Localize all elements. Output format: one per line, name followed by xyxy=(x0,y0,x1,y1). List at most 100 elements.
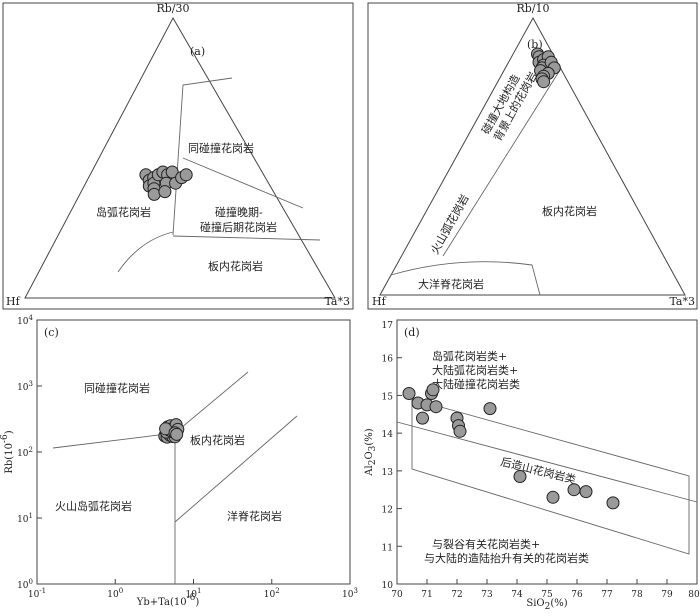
panel-d-x-tick-label: 70 xyxy=(391,590,403,600)
panel-d-points xyxy=(402,383,620,510)
panel-a-field-late-collision-2: 碰撞后期花岗岩 xyxy=(200,220,277,234)
panel-a-boundary-2 xyxy=(182,157,304,209)
panel-d-point-13 xyxy=(567,483,581,497)
panel-b-boundary-2 xyxy=(390,261,541,296)
panel-c-y-tick-label: 103 xyxy=(17,380,33,393)
panel-d-y-tick-label: 13 xyxy=(382,468,394,478)
panel-d-field-arc-1: 岛弧花岗岩类+ xyxy=(432,349,507,363)
panel-d-x-tick-label: 74 xyxy=(511,590,523,600)
panel-d-point-5 xyxy=(426,383,440,397)
panel-a-label: (a) xyxy=(190,45,205,58)
panel-d-point-11 xyxy=(513,470,527,483)
panel-d-y-tick-label: 10 xyxy=(382,581,394,591)
panel-c-y-tick-label: 101 xyxy=(17,512,33,525)
panel-b-field-volcanic-arc: 火山弧花岗岩 xyxy=(427,192,471,257)
panel-d-y-tick-label: 12 xyxy=(382,506,393,516)
panel-a-field-syn-collision: 同碰撞花岗岩 xyxy=(188,141,254,155)
panel-a-point-12 xyxy=(147,187,161,201)
panel-b-triangle xyxy=(379,16,686,296)
panel-d-y-tick-label: 15 xyxy=(382,392,394,402)
panel-b-vertex-right: Ta*3 xyxy=(669,295,695,308)
panel-a-field-late-collision-1: 碰撞晚期- xyxy=(215,205,263,219)
panel-c-y-tick-label: 100 xyxy=(17,578,33,591)
panel-b-frame xyxy=(367,2,698,310)
panel-c-x-tick-label: 101 xyxy=(186,587,202,600)
panel-a-field-island-arc: 岛弧花岗岩 xyxy=(96,205,151,219)
panel-d-label: (d) xyxy=(404,326,420,339)
panel-a-points xyxy=(139,165,193,201)
panel-b-vertex-top: Rb/10 xyxy=(516,2,549,15)
panel-c-field-volcanic-arc: 火山岛弧花岗岩 xyxy=(55,499,132,513)
panel-a-boundary-4 xyxy=(117,231,174,273)
panel-c-y-axis-label: Rb(10-6) xyxy=(0,430,15,473)
panel-c-points xyxy=(158,418,185,444)
panel-c-y-tick-label: 102 xyxy=(17,446,33,459)
panel-a-vertex-top: Rb/30 xyxy=(156,2,189,15)
panel-a-boundary-3 xyxy=(172,235,321,241)
panel-a-point-15 xyxy=(179,168,193,182)
panel-d-field-rift-2: 与大陆的造陆抬升有关的花岗岩类 xyxy=(424,551,589,565)
panel-d-y-tick-label: 16 xyxy=(382,355,394,365)
panel-d-y-axis-label: Al2O3(%) xyxy=(364,428,378,476)
panel-a-vertex-left: Hf xyxy=(6,295,21,308)
panel-d-post-orogenic-field xyxy=(411,398,690,555)
panel-d-point-9 xyxy=(453,424,467,438)
panel-c-field-within-plate: 板内花岗岩 xyxy=(190,433,245,447)
panel-a-point-13 xyxy=(158,185,172,199)
panel-d-x-tick-label: 75 xyxy=(541,590,553,600)
panel-b-points xyxy=(531,47,561,89)
panel-c-field-syn-collision: 同碰撞花岗岩 xyxy=(84,381,150,395)
panel-d-field-post-orogenic: 后造山花岗岩类 xyxy=(499,454,577,486)
panel-d-x-tick-label: 77 xyxy=(601,590,613,600)
panel-d-field-rift-1: 与裂谷有关花岗岩类+ xyxy=(432,537,540,551)
panel-d-x-axis-label: SiO2(%) xyxy=(526,598,567,612)
panel-d-x-tick-label: 76 xyxy=(571,590,583,600)
panel-d-x-tick-label: 72 xyxy=(451,590,462,600)
panel-d-plot: (d) 岛弧花岗岩类+ 大陆弧花岗岩类+ 大陆碰撞花岗岩类 后造山花岗岩类 与裂… xyxy=(364,319,700,612)
panel-b-boundary-1 xyxy=(442,69,561,257)
panel-d-point-14 xyxy=(579,485,593,499)
panel-d-y-tick-label: 11 xyxy=(382,543,393,553)
panel-d-y-tick-label: 14 xyxy=(382,430,394,440)
panel-c-x-tick-label: 100 xyxy=(107,587,123,600)
panel-b-field-ocean-ridge: 大洋脊花岗岩 xyxy=(418,277,484,291)
panel-c-point-15 xyxy=(170,427,184,441)
panel-b-field-within-plate: 板内花岗岩 xyxy=(542,204,597,218)
panel-a-frame xyxy=(2,2,354,310)
panel-c-boundary-3 xyxy=(174,415,298,523)
panel-d-x-tick-label: 71 xyxy=(421,590,432,600)
panel-d-point-6 xyxy=(429,400,443,414)
panel-b-ternary: Rb/10 Hf Ta*3 (b) 碰撞大地构造 背景上的花岗岩 火山弧花岗岩 … xyxy=(367,2,698,310)
panel-b-vertex-left: Hf xyxy=(372,295,387,308)
panel-d-point-2 xyxy=(416,411,429,425)
panel-d-field-arc-2: 大陆弧花岗岩类+ xyxy=(432,363,518,377)
panel-c-field-ocean-ridge: 洋脊花岗岩 xyxy=(227,509,282,523)
panel-d-x-tick-label: 78 xyxy=(631,590,643,600)
panel-c-plot-area xyxy=(36,319,351,585)
panel-d-x-tick-label: 79 xyxy=(661,590,673,600)
panel-d-point-15 xyxy=(606,496,620,510)
panel-d-boundary-1 xyxy=(396,421,698,503)
panel-a-field-within-plate: 板内花岗岩 xyxy=(208,259,263,273)
panel-a-ternary: Rb/30 Hf Ta*3 (a) 同碰撞花岗岩 碰撞晚期- 碰撞后期花岗岩 岛… xyxy=(2,2,354,310)
panel-b-point-13 xyxy=(537,75,551,89)
panel-d-y-tick-label: 17 xyxy=(382,321,394,331)
panel-d-x-tick-label: 73 xyxy=(481,590,493,600)
panel-d-point-12 xyxy=(546,490,560,504)
panel-c-x-tick-label: 103 xyxy=(342,587,358,600)
panel-d-ticks: 70 71 72 73 74 75 76 77 78 79 80 10 11 12 13 14 15 16 17 xyxy=(382,319,700,600)
panel-c-x-tick-label: 102 xyxy=(264,587,280,600)
panel-a-vertex-right: Ta*3 xyxy=(324,295,350,308)
panel-d-point-0 xyxy=(402,387,416,400)
panel-c-x-tick-label: 10-1 xyxy=(28,587,46,600)
panel-a-triangle xyxy=(24,16,336,299)
panel-d-field-arc-3: 大陆碰撞花岗岩类 xyxy=(432,377,520,391)
panel-c-y-tick-label: 104 xyxy=(17,314,33,327)
panel-d-point-10 xyxy=(483,402,497,416)
panel-c-label: (c) xyxy=(44,326,59,339)
panel-d-x-tick-label: 80 xyxy=(688,590,700,600)
panel-c-x-axis-label: Yb+Ta(10-6) xyxy=(136,593,200,608)
